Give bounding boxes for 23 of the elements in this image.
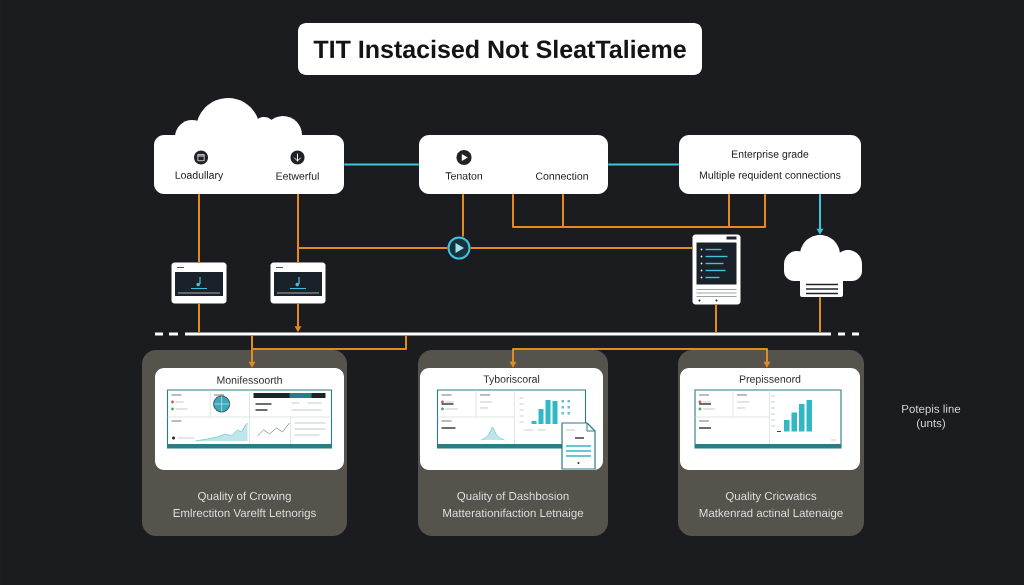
- node-label: Connection: [535, 172, 588, 180]
- bus-line: [155, 332, 859, 336]
- connector-line: [297, 193, 449, 249]
- connector-line: [607, 163, 680, 166]
- connector-line: [819, 296, 821, 334]
- process-box: Tenaton Connection: [419, 135, 608, 194]
- tablet-picture: [692, 234, 741, 305]
- screen-picture: [171, 262, 227, 304]
- connector-line: [198, 193, 200, 264]
- screen-picture: [270, 262, 326, 304]
- cloud-server-icon: [784, 235, 862, 297]
- connector-line: [462, 193, 464, 238]
- node-label: Eetwerful: [276, 172, 319, 180]
- connector-line: [343, 163, 420, 166]
- connector-line: [715, 303, 717, 334]
- process-box: Enterprise grade Multiple requident connections: [679, 135, 861, 194]
- note-text: Potepis line (unts): [902, 404, 961, 430]
- connector-line: [469, 247, 694, 249]
- connector-line: [198, 302, 200, 334]
- node-label: Tenaton: [445, 172, 483, 180]
- title-box: TIT Instacised Not SleatTalieme: [298, 23, 702, 75]
- play-circle: [447, 236, 471, 260]
- node-label: Loadullary: [175, 171, 224, 181]
